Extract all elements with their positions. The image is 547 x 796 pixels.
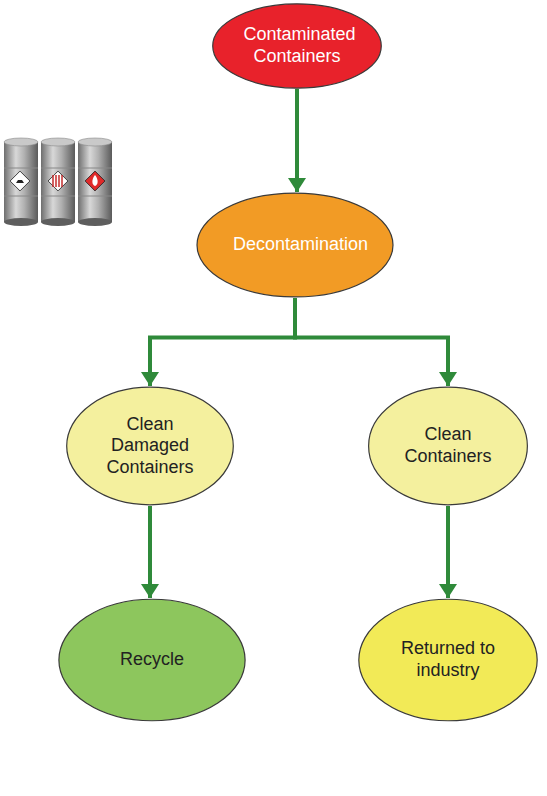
- drum-illustration: [0, 130, 116, 240]
- text-holder: Decontamination: [233, 234, 357, 256]
- flow-arrow: [295, 298, 448, 386]
- end-ellipse: Returned to industry: [357, 598, 539, 722]
- result-ellipse: Clean Containers: [367, 386, 529, 506]
- node-label: Clean Containers: [398, 424, 498, 467]
- text-holder: Returned to industry: [392, 638, 505, 681]
- result-ellipse: Clean Damaged Containers: [65, 386, 235, 506]
- node-label: Decontamination: [233, 234, 357, 256]
- node-label: Contaminated Containers: [244, 24, 351, 67]
- flow-arrow: [295, 89, 299, 192]
- text-holder: Clean Damaged Containers: [98, 414, 203, 479]
- flow-arrow: [446, 506, 450, 598]
- flow-arrow: [150, 298, 295, 386]
- drum: [4, 138, 38, 226]
- text-holder: Contaminated Containers: [244, 24, 351, 67]
- drum: [78, 138, 112, 226]
- text-holder: Recycle: [120, 649, 184, 671]
- node-label: Clean Damaged Containers: [98, 414, 203, 479]
- drum: [41, 138, 75, 226]
- node-label: Returned to industry: [392, 638, 505, 681]
- start-ellipse: Contaminated Containers: [211, 3, 383, 89]
- text-holder: Clean Containers: [398, 424, 498, 467]
- flow-arrow: [148, 506, 152, 598]
- node-label: Recycle: [120, 649, 184, 671]
- process-ellipse: Decontamination: [195, 192, 395, 298]
- end-ellipse: Recycle: [57, 598, 247, 722]
